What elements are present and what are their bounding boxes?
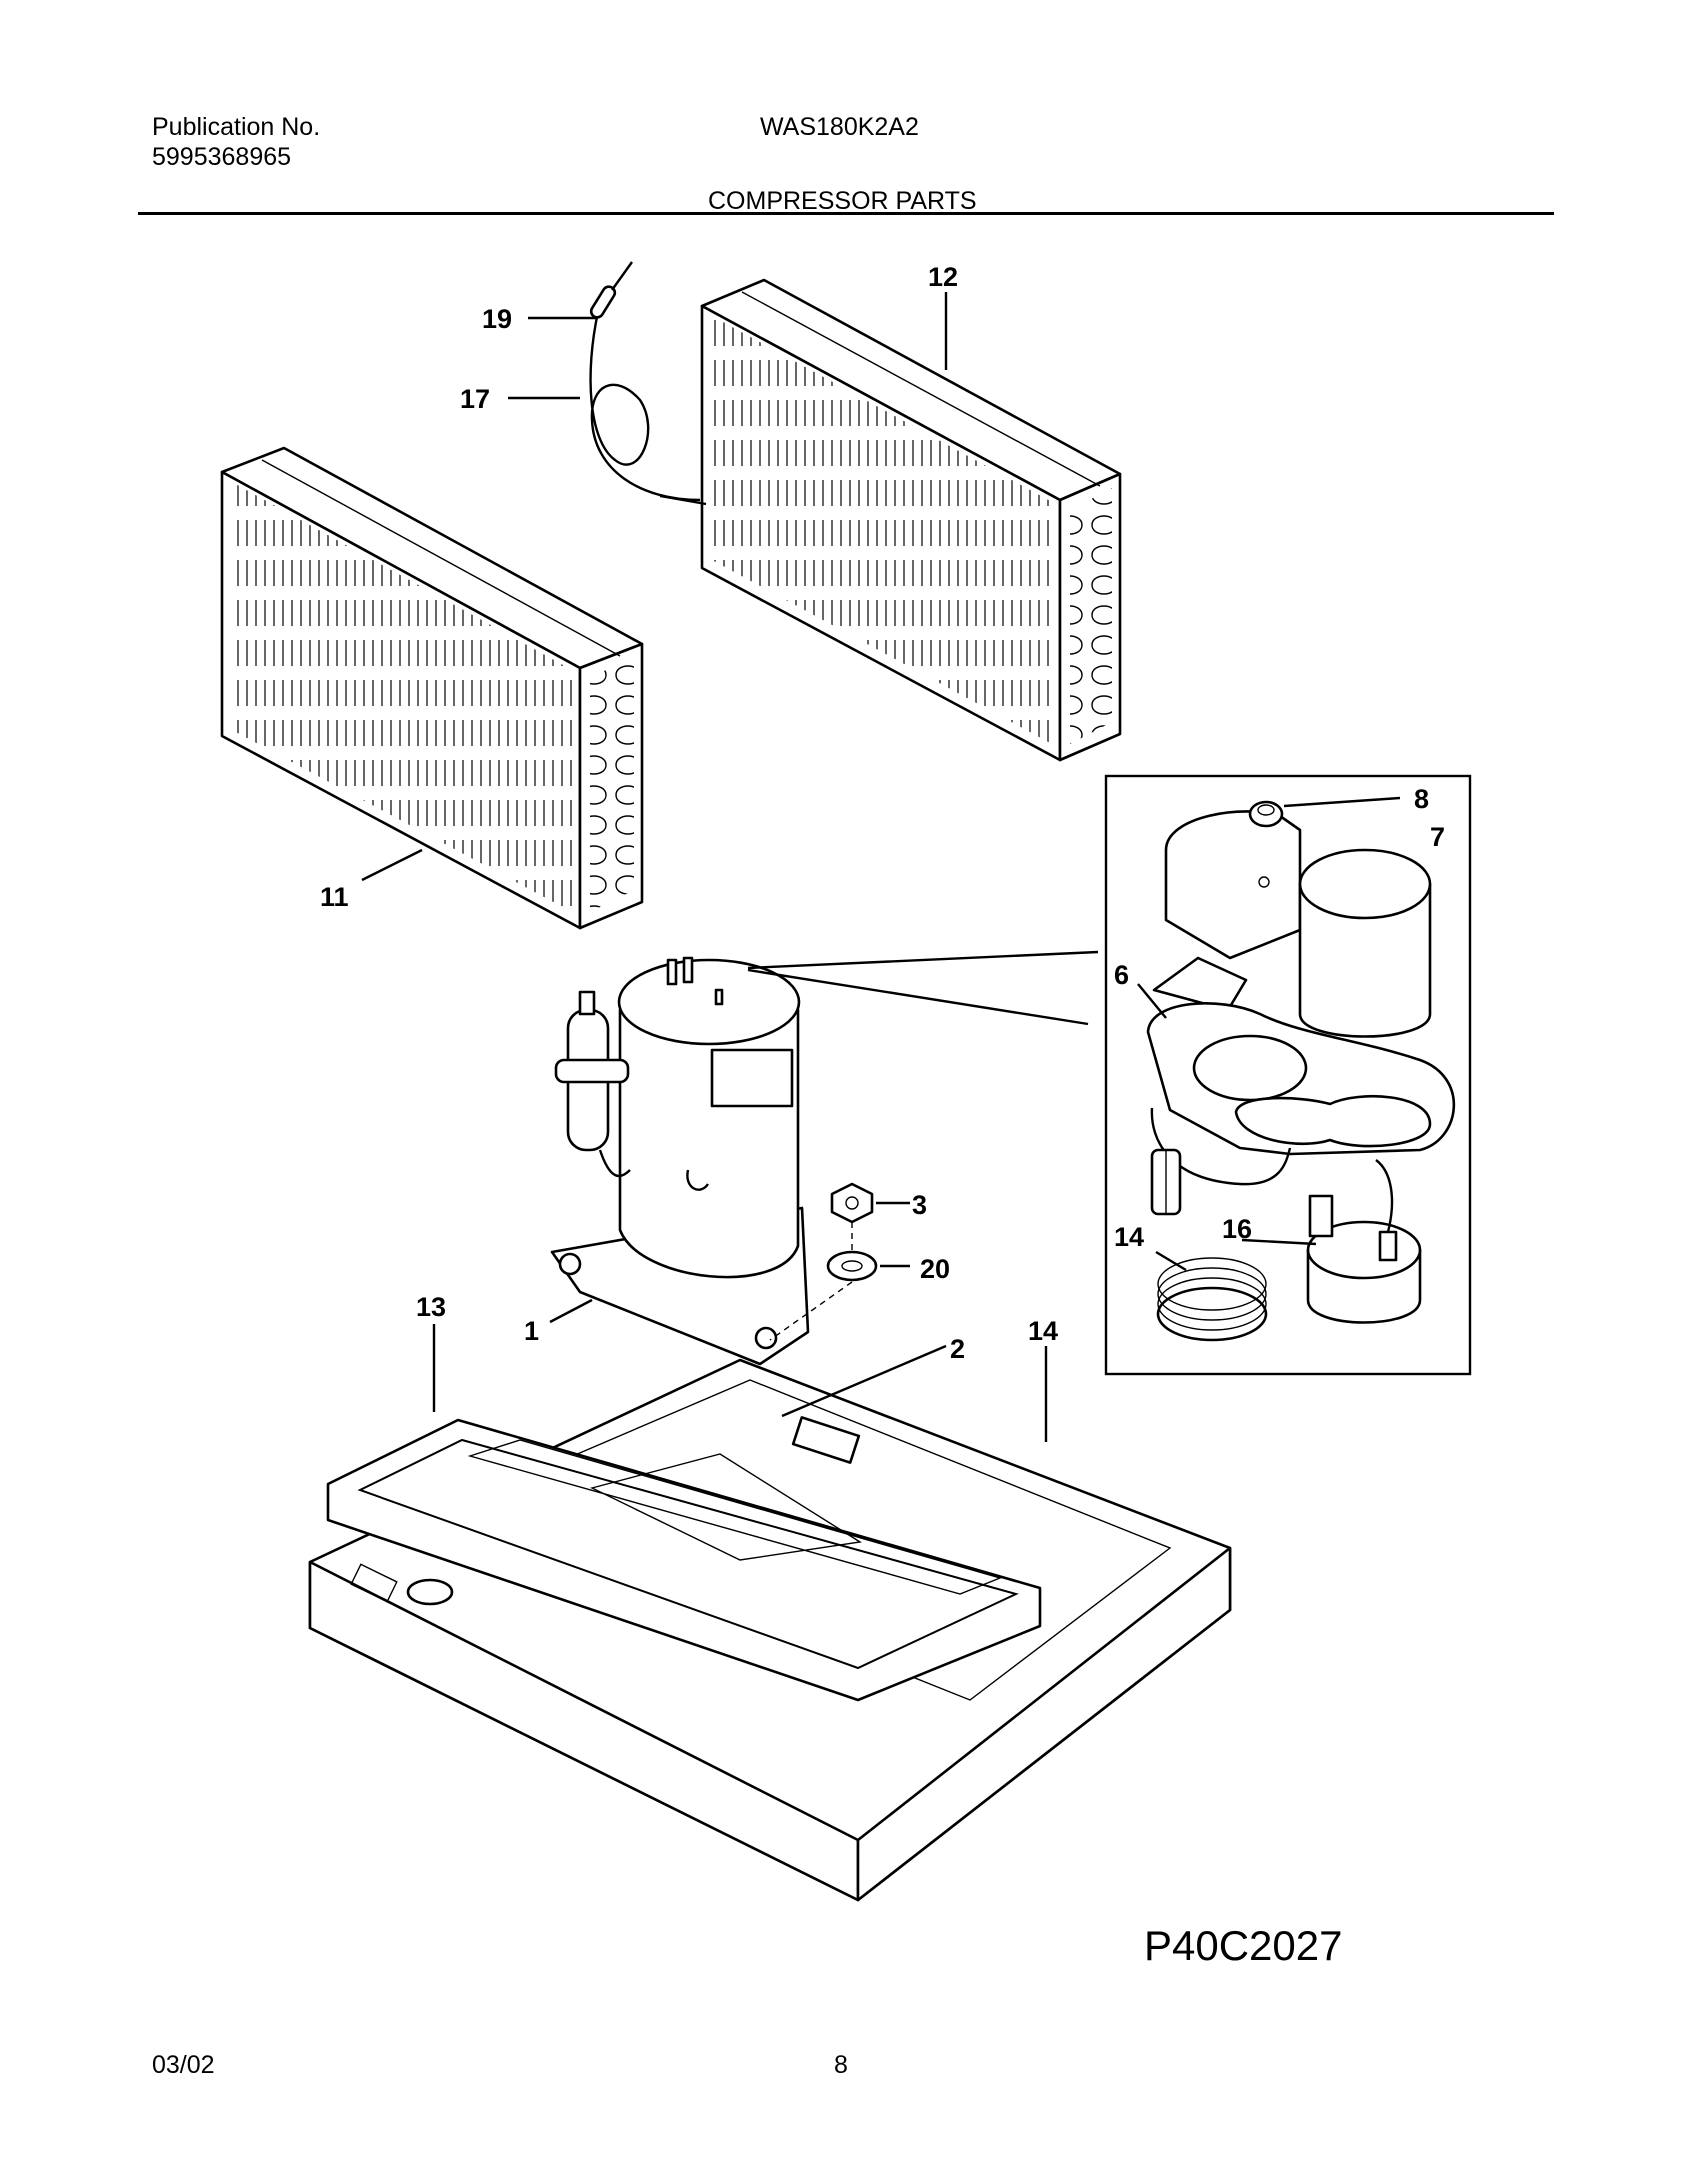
strainer: [589, 261, 633, 319]
figure-code: P40C2027: [1144, 1922, 1343, 1969]
callout-1: 1: [524, 1316, 539, 1346]
hex-nut: [830, 1182, 874, 1224]
callout-6: 6: [1114, 960, 1129, 990]
evaporator-coil: [220, 446, 644, 930]
start-capacitor: [1306, 1159, 1422, 1324]
page-number: 8: [834, 2051, 848, 2079]
callout-19: 20: [920, 1254, 950, 1284]
terminal-cover: [1152, 810, 1302, 1012]
callout-9: 8: [1414, 784, 1429, 814]
compressor: [550, 956, 810, 1366]
callout-2: 2: [950, 1334, 965, 1364]
callout-16: 17: [460, 384, 490, 414]
retaining-clamp: [1156, 1257, 1268, 1342]
run-capacitor: [1298, 848, 1432, 1038]
callout-13: 13: [416, 1292, 446, 1322]
capacitor-wiring: [1150, 1107, 1292, 1216]
header-rule: [138, 212, 1554, 215]
washer: [826, 1250, 878, 1282]
callout-20: 14: [1114, 1222, 1144, 1252]
publication-number: 5995368965: [152, 143, 292, 171]
model-number: WAS180K2A2: [760, 113, 919, 141]
section-title: COMPRESSOR PARTS: [708, 187, 977, 215]
publication-label: Publication No.: [152, 113, 321, 141]
inset-leader-line: [747, 950, 1099, 970]
callout-12: 12: [928, 262, 958, 292]
callout-17: 19: [482, 304, 512, 334]
gasket: [326, 1418, 1042, 1702]
callout-8: 16: [1222, 1214, 1252, 1244]
bracket: [1146, 1002, 1456, 1156]
callout-3: 3: [912, 1190, 927, 1220]
condenser-coil: [700, 278, 1122, 762]
cover-nut: [1248, 800, 1284, 828]
leader-lines: [361, 292, 1401, 1442]
callout-14: 14: [1028, 1316, 1058, 1346]
callout-11: 11: [320, 882, 349, 912]
inset-frame: [1104, 774, 1472, 1376]
callout-7: 7: [1430, 822, 1445, 852]
capillary-tube: [589, 311, 707, 506]
footer-date: 03/02: [152, 2051, 215, 2079]
